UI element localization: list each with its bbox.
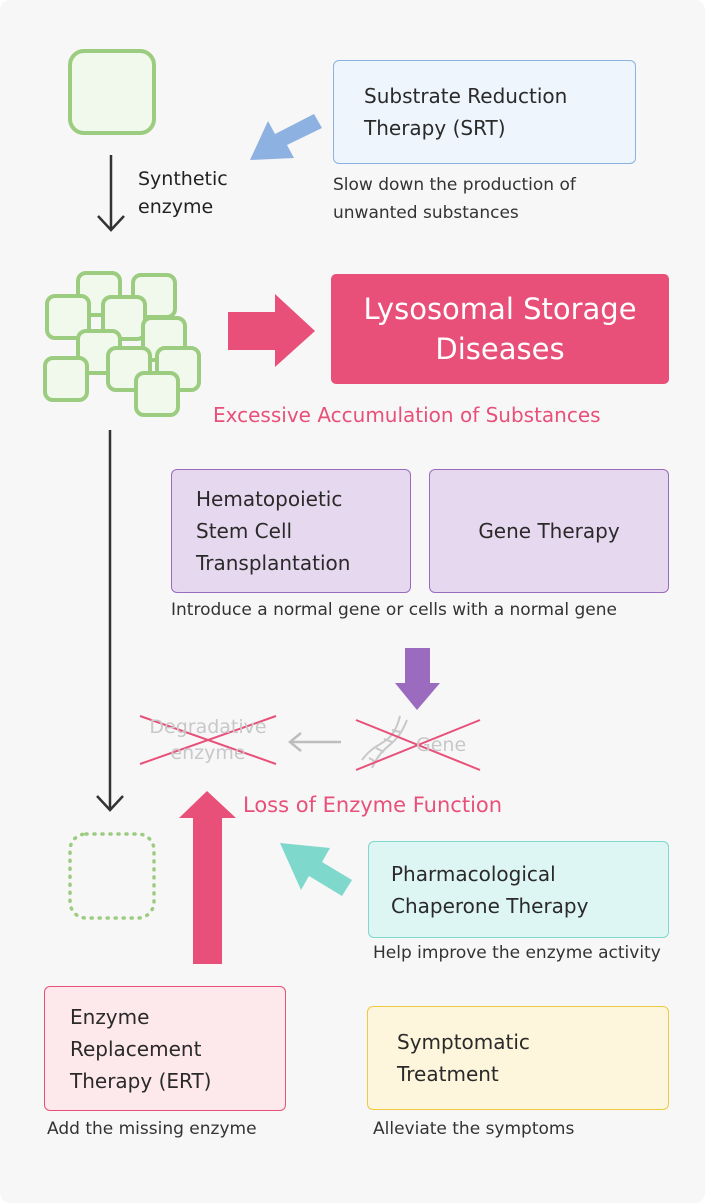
loss-label: Loss of Enzyme Function — [243, 793, 503, 817]
gene-caption: Introduce a normal gene or cells with a … — [171, 600, 617, 620]
gene-therapy-arrow — [395, 648, 440, 710]
chaperone-caption: Help improve the enzyme activity — [373, 943, 661, 963]
lsd-title-line-1: Lysosomal Storage — [363, 292, 637, 326]
normal-cell-icon — [68, 49, 156, 135]
chaperone-arrow — [280, 843, 352, 896]
ert-arrow — [179, 791, 236, 964]
missing-enzyme-icon — [68, 832, 156, 920]
srt-box: Substrate Reduction Therapy (SRT) — [333, 60, 636, 164]
gene-label: Gene — [416, 734, 467, 756]
hsct-box: Hematopoietic Stem Cell Transplantation — [171, 469, 411, 593]
srt-title-line-1: Substrate Reduction — [364, 84, 568, 108]
lsd-title-line-2: Diseases — [435, 332, 565, 366]
ert-caption: Add the missing enzyme — [47, 1119, 257, 1139]
symptomatic-caption: Alleviate the symptoms — [373, 1119, 575, 1139]
lsd-box: Lysosomal Storage Diseases — [331, 274, 669, 384]
down-arrow-top — [97, 155, 125, 232]
dna-icon — [361, 715, 408, 769]
srt-caption: Slow down the production of unwanted sub… — [333, 175, 576, 223]
lsd-subtitle: Excessive Accumulation of Substances — [213, 403, 601, 427]
synthetic-enzyme-label: Synthetic enzyme — [138, 168, 228, 218]
srt-title-line-2: Therapy (SRT) — [364, 116, 506, 140]
cross-degradative-icon — [139, 715, 277, 765]
ert-box: Enzyme Replacement Therapy (ERT) — [44, 986, 286, 1111]
chaperone-box: Pharmacological Chaperone Therapy — [368, 841, 669, 938]
cross-gene-icon — [355, 719, 481, 771]
symptomatic-box: Symptomatic Treatment — [367, 1006, 669, 1110]
srt-arrow — [250, 114, 322, 160]
lsd-arrow — [228, 294, 315, 367]
accumulated-cells-icon — [43, 271, 201, 417]
degradative-enzyme-label: Degradative enzyme — [149, 716, 267, 764]
gene-therapy-box: Gene Therapy — [429, 469, 669, 593]
gray-left-arrow — [288, 732, 341, 752]
down-arrow-long — [96, 430, 124, 812]
